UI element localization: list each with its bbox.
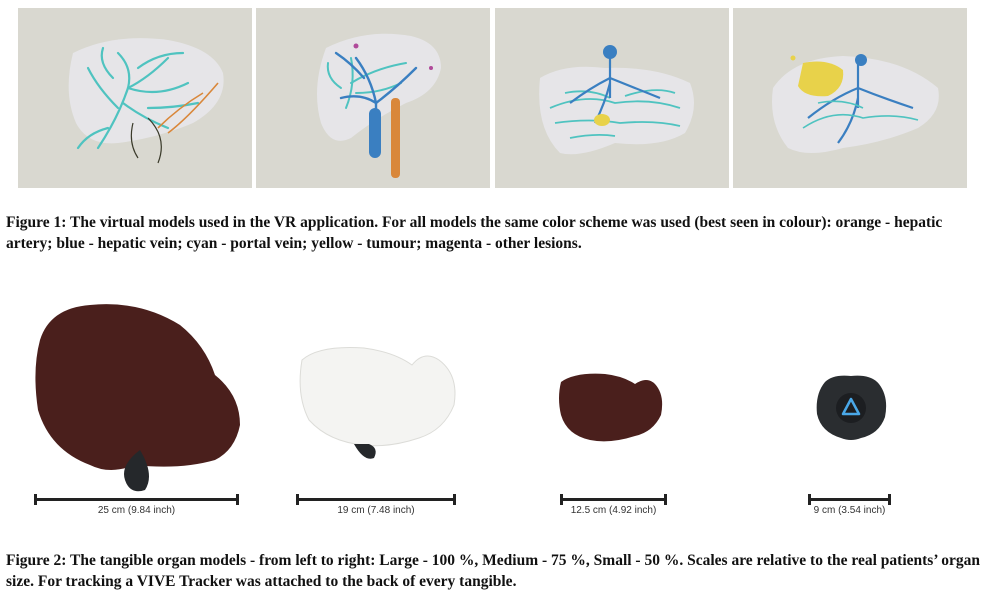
medium-liver-model: [294, 340, 459, 465]
scale-bar-small: [560, 494, 667, 505]
figure1-panel-2: [256, 8, 490, 188]
scale-bar-large: [34, 494, 239, 505]
scale-bar-medium: [296, 494, 456, 505]
figure1-label: Figure 1:: [6, 214, 67, 231]
figure2-label: Figure 2:: [6, 552, 67, 569]
liver-model-2-image: [317, 33, 441, 178]
small-liver-model: [555, 370, 667, 450]
scale-label-large: 25 cm (9.84 inch): [97, 505, 176, 516]
figure1-panel-3: [495, 8, 729, 188]
scale-bar-tracker: [808, 494, 891, 505]
liver-model-1-image: [68, 38, 224, 164]
figure1-text: The virtual models used in the VR applic…: [6, 214, 943, 252]
scale-label-tracker: 9 cm (3.54 inch): [813, 505, 886, 516]
liver-model-3-image: [539, 45, 694, 155]
figure1-caption: Figure 1: The virtual models used in the…: [6, 212, 988, 254]
figure1-panel-1: [18, 8, 252, 188]
figure2-text: The tangible organ models - from left to…: [6, 552, 980, 590]
scale-label-medium: 19 cm (7.48 inch): [337, 505, 415, 516]
vive-tracker: [813, 372, 890, 442]
liver-model-4-image: [772, 54, 939, 153]
large-liver-model: [30, 300, 245, 495]
figure1-panel-4: [733, 8, 967, 188]
scale-label-small: 12.5 cm (4.92 inch): [570, 505, 657, 516]
figure2-caption: Figure 2: The tangible organ models - fr…: [6, 550, 988, 592]
